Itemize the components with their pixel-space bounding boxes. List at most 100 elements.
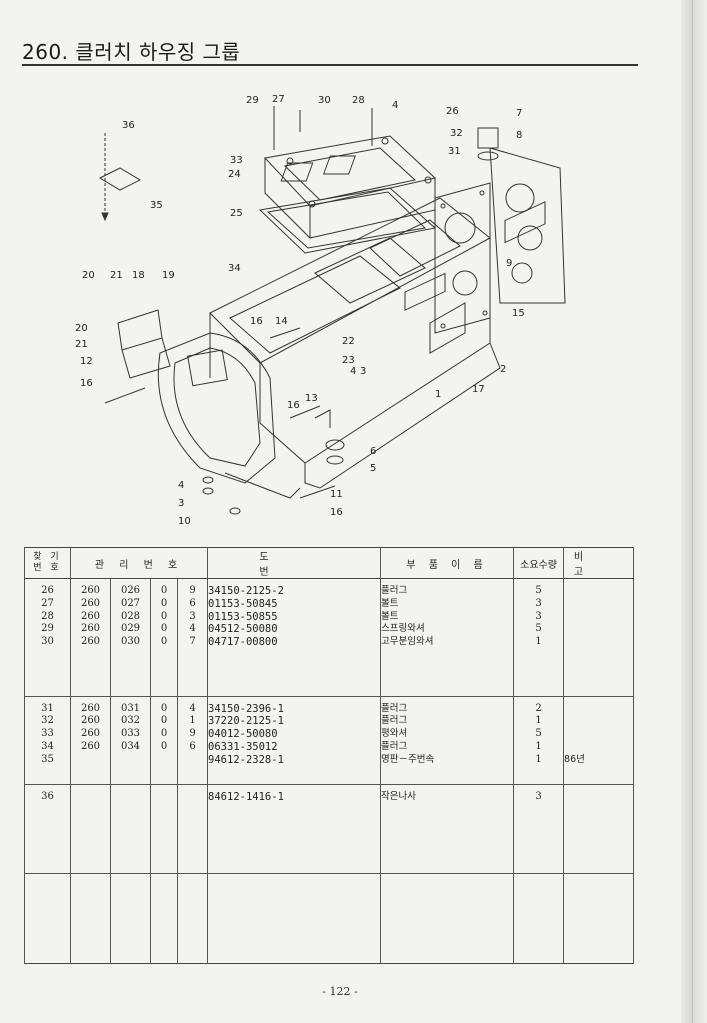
remarks — [564, 741, 633, 754]
svg-text:36: 36 — [122, 120, 135, 131]
svg-text:35: 35 — [150, 200, 163, 211]
mgmt-no-1: 260 — [80, 741, 101, 753]
quantity: 1 — [535, 741, 542, 753]
mgmt-no-1: 260 — [80, 610, 101, 622]
quantity: 3 — [535, 597, 542, 609]
mgmt-no-4: 4 — [189, 623, 196, 635]
svg-text:20: 20 — [75, 323, 88, 334]
part-name: 볼트 — [381, 610, 399, 622]
svg-text:10: 10 — [178, 516, 191, 527]
svg-text:4: 4 — [392, 100, 398, 111]
page-edge-line — [692, 0, 693, 1023]
remarks — [564, 636, 633, 649]
mgmt-no-4: 1 — [189, 715, 196, 727]
header-quantity: 소요수량 — [513, 547, 565, 579]
svg-text:15: 15 — [512, 308, 525, 319]
part-name: 플러그 — [381, 702, 408, 714]
remarks — [564, 715, 633, 728]
svg-text:4: 4 — [350, 366, 356, 377]
svg-text:17: 17 — [472, 384, 485, 395]
remarks-cell — [563, 784, 635, 874]
svg-text:23: 23 — [342, 355, 355, 366]
part-name: 볼트 — [381, 597, 399, 609]
drawing-no: 34150-2125-2 — [208, 585, 284, 597]
drawing-no: 01153-50845 — [208, 597, 278, 610]
quantity: 5 — [535, 585, 542, 596]
svg-text:1: 1 — [435, 389, 441, 400]
svg-text:9: 9 — [506, 258, 512, 269]
drawing-no: 34150-2396-1 — [208, 702, 284, 715]
svg-text:30: 30 — [318, 95, 331, 106]
mgmt-no-2: 031 — [120, 702, 141, 714]
mgmt-no-4: 9 — [189, 585, 196, 596]
svg-text:19: 19 — [162, 270, 175, 281]
drawing-no: 01153-50855 — [208, 610, 278, 623]
housing-drawing — [209, 197, 546, 489]
header-part-name: 부 품 이 름 — [380, 547, 515, 579]
item-no-cell: 36 — [24, 784, 71, 874]
side-cover-drawing — [489, 147, 566, 304]
item-no: 33 — [41, 728, 54, 740]
quantity-cell: 3 — [513, 784, 565, 874]
item-no: 30 — [41, 636, 54, 648]
part-name: 평와셔 — [381, 728, 408, 740]
svg-text:11: 11 — [330, 489, 343, 500]
svg-text:4: 4 — [178, 480, 184, 491]
remarks — [564, 585, 633, 598]
svg-text:31: 31 — [448, 146, 461, 157]
mgmt-no-2: 030 — [120, 636, 141, 648]
svg-text:25: 25 — [230, 208, 243, 219]
item-no: 29 — [41, 623, 54, 635]
mgmt-no-4: 3 — [189, 610, 196, 622]
svg-text:5: 5 — [370, 463, 376, 474]
page-edge — [681, 0, 707, 1023]
empty-cell — [176, 873, 209, 964]
mgmt-no-1: 260 — [80, 585, 101, 596]
quantity: 5 — [535, 728, 542, 740]
mgmt-no-1: 260 — [80, 715, 101, 727]
mgmt-no-3: 0 — [160, 715, 168, 727]
mgmt-no-4-cell — [176, 784, 209, 874]
part-name: 작은나사 — [381, 790, 416, 802]
part-name: 플러그 — [381, 741, 408, 753]
mgmt-no-2 — [111, 754, 150, 767]
remarks-cell — [563, 578, 635, 697]
quantity: 1 — [535, 636, 542, 648]
svg-text:3: 3 — [178, 498, 184, 509]
drawing-no: 94612-2328-1 — [208, 753, 284, 766]
svg-text:34: 34 — [228, 263, 241, 274]
header-management-no: 관 리 번 호 — [69, 547, 209, 579]
svg-text:16: 16 — [287, 400, 300, 411]
svg-text:22: 22 — [342, 336, 355, 347]
remarks — [564, 611, 633, 624]
remarks-cell: 86년 — [563, 696, 635, 785]
remarks — [564, 791, 633, 804]
remarks — [564, 728, 633, 741]
mgmt-no-4 — [178, 754, 207, 767]
quantity: 2 — [535, 702, 542, 714]
svg-text:2: 2 — [500, 364, 506, 375]
mgmt-no-2: 027 — [120, 597, 141, 609]
empty-cell — [150, 873, 178, 964]
part-name: 스프링와셔 — [381, 623, 425, 635]
drawing-no: 37220-2125-1 — [208, 715, 284, 728]
page-number: - 122 - — [322, 985, 358, 998]
svg-text:16: 16 — [80, 378, 93, 389]
svg-text:24: 24 — [228, 169, 241, 180]
mgmt-no-2: 026 — [120, 585, 141, 596]
svg-text:20: 20 — [82, 270, 95, 281]
item-no: 26 — [41, 585, 54, 596]
svg-text:7: 7 — [516, 108, 522, 119]
mgmt-no-2-cell — [110, 784, 151, 874]
